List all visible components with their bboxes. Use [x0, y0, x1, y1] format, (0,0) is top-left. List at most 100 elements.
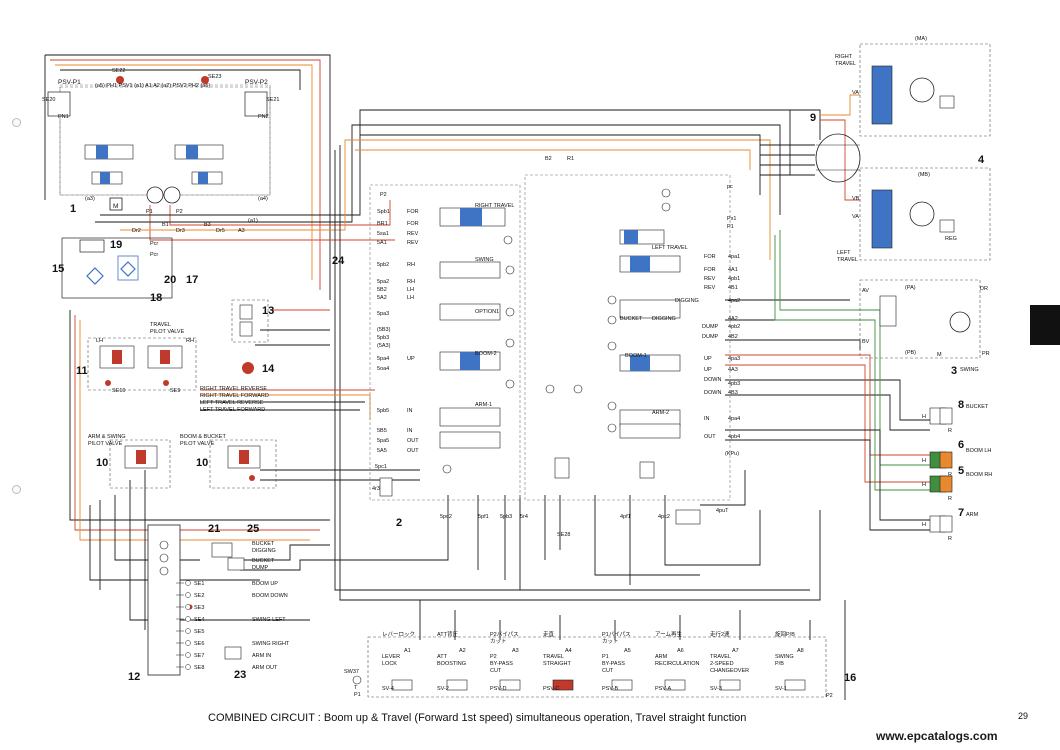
travel-line-1: RIGHT TRAVEL REVERSE — [200, 386, 267, 392]
solenoid-jp-label: P1バイパス — [602, 631, 631, 638]
solenoid-sv: SV-2 — [437, 686, 449, 692]
boom1-port-4: DOWN — [704, 377, 721, 383]
solenoid-name: ARM — [655, 654, 668, 660]
cylinder-label: BOOM RH — [966, 472, 992, 478]
cv-br1: BR1 — [377, 221, 388, 227]
cv-r1: R1 — [567, 156, 574, 162]
lt-right-3: 4pb1 — [728, 276, 740, 282]
label-se22: SE22 — [112, 68, 125, 74]
boom1-right-2: 4A3 — [728, 367, 738, 373]
callout-13: 13 — [262, 305, 274, 317]
cv-bottom-5: 4pf1 — [620, 514, 631, 520]
solenoid-jp-label: ATT背圧 — [437, 630, 458, 638]
arm1-port-4: OUT — [407, 448, 419, 454]
bucket-dump-2: DUMP — [702, 334, 719, 340]
callout-23: 23 — [234, 669, 246, 681]
solenoid-name: ATT — [437, 654, 448, 660]
callout-3: 3 — [951, 365, 957, 377]
callout-9: 9 — [810, 112, 816, 124]
callout-19: 19 — [110, 239, 122, 251]
callout-7: 7 — [958, 507, 964, 519]
solenoid-sv: PSV-A — [655, 686, 672, 692]
callout-21: 21 — [208, 523, 220, 535]
sw-port-4: LH — [407, 295, 414, 301]
sw-port-2: RH — [407, 279, 415, 285]
solenoid-name: TRAVEL — [543, 654, 564, 660]
label-se21: SE21 — [266, 97, 279, 103]
solenoid-sv: PSV-D — [490, 686, 507, 692]
label-b3: B3 — [204, 222, 211, 228]
solenoid-name: LOCK — [382, 661, 397, 667]
solenoid-name: LEVER — [382, 654, 400, 660]
pressure-switch-icon — [185, 592, 191, 598]
pressure-switch-icon — [185, 628, 191, 634]
callout-2: 2 — [396, 517, 402, 529]
cv-bottom-2: 5pf1 — [478, 514, 489, 520]
spool-arm2: ARM-2 — [652, 410, 669, 416]
spool-left-travel: LEFT TRAVEL — [652, 245, 688, 251]
label-a3b: (a3) — [85, 196, 95, 202]
lt-reg: REG — [945, 236, 957, 242]
arm2-in: IN — [704, 416, 710, 422]
callout-25: 25 — [247, 523, 259, 535]
callout-1: 1 — [70, 203, 76, 215]
label-a4: (a4) — [258, 196, 268, 202]
solenoid-name: TRAVEL — [710, 654, 731, 660]
solenoid-valve-icon — [784, 679, 806, 691]
solenoid-port: A8 — [797, 648, 804, 654]
spool-bucket: BUCKET — [620, 316, 643, 322]
label-dr5: Dr5 — [216, 228, 225, 234]
cylinder-rod — [939, 475, 953, 493]
callout-20: 20 — [164, 274, 176, 286]
callout-5: 5 — [958, 465, 964, 477]
pressure-switch-id: SE3 — [194, 605, 204, 611]
swing-pb: (PB) — [905, 350, 916, 356]
lt-port-2: FOR — [704, 267, 716, 273]
cv-spb1: Spb1 — [377, 209, 390, 215]
callout-15: 15 — [52, 263, 64, 275]
cylinder-r: R — [948, 428, 952, 434]
solenoid-port: A7 — [732, 648, 739, 654]
website-watermark: www.epcatalogs.com — [875, 729, 998, 743]
cylinder-h: H — [922, 458, 926, 464]
label-b1: B1 — [162, 222, 169, 228]
spool-right-travel: RIGHT TRAVEL — [475, 203, 514, 209]
lt-right-1: 4pa1 — [728, 254, 740, 260]
spool-swing: SWING — [475, 257, 494, 263]
label-pn1: PN1 — [58, 114, 69, 120]
main-pump: PSV-P1 PSV-P2 SE22 SE23 SE20 SE21 PN1 PN… — [42, 68, 279, 258]
rt-ma: (MA) — [915, 36, 927, 42]
arm1-port-3: OUT — [407, 438, 419, 444]
lt-right-4: 4B1 — [728, 285, 738, 291]
lt-port-3: REV — [704, 276, 716, 282]
label-p1: P1 — [146, 209, 153, 215]
travel-line-2: RIGHT TRAVEL FORWARD — [200, 393, 269, 399]
solenoid-port: A3 — [512, 648, 519, 654]
rt-port-3: REV — [407, 231, 419, 237]
label-pump-ports: (a5) PH1 PSV1 (a1) A1 A2 (a2) PSV2 PH2 (… — [95, 83, 210, 89]
solenoid-jp-label: 旋回P/B — [775, 630, 795, 638]
solenoid-name: SWING — [775, 654, 794, 660]
pressure-switch-label: BOOM UP — [252, 581, 278, 587]
callout-10b: 10 — [196, 457, 208, 469]
solenoid-name: P2 — [490, 654, 497, 660]
label-se23: SE23 — [208, 74, 221, 80]
swing-dr: DR — [980, 286, 988, 292]
label-pn2: PN2 — [258, 114, 269, 120]
solenoid-port: A6 — [677, 648, 684, 654]
sw-left-1: 5pb2 — [377, 262, 389, 268]
pressure-switch-icon — [185, 616, 191, 622]
arm1-left-4: 5A5 — [377, 448, 387, 454]
sw-left-3: 5B2 — [377, 287, 387, 293]
pilot-relief-13 — [231, 299, 269, 374]
arm1-left-1: 5pb5 — [377, 408, 389, 414]
caption: COMBINED CIRCUIT : Boom up & Travel (For… — [208, 712, 746, 724]
boom2-up: UP — [407, 356, 415, 362]
bucket-right-2: 4A2 — [728, 316, 738, 322]
callout-10a: 10 — [96, 457, 108, 469]
